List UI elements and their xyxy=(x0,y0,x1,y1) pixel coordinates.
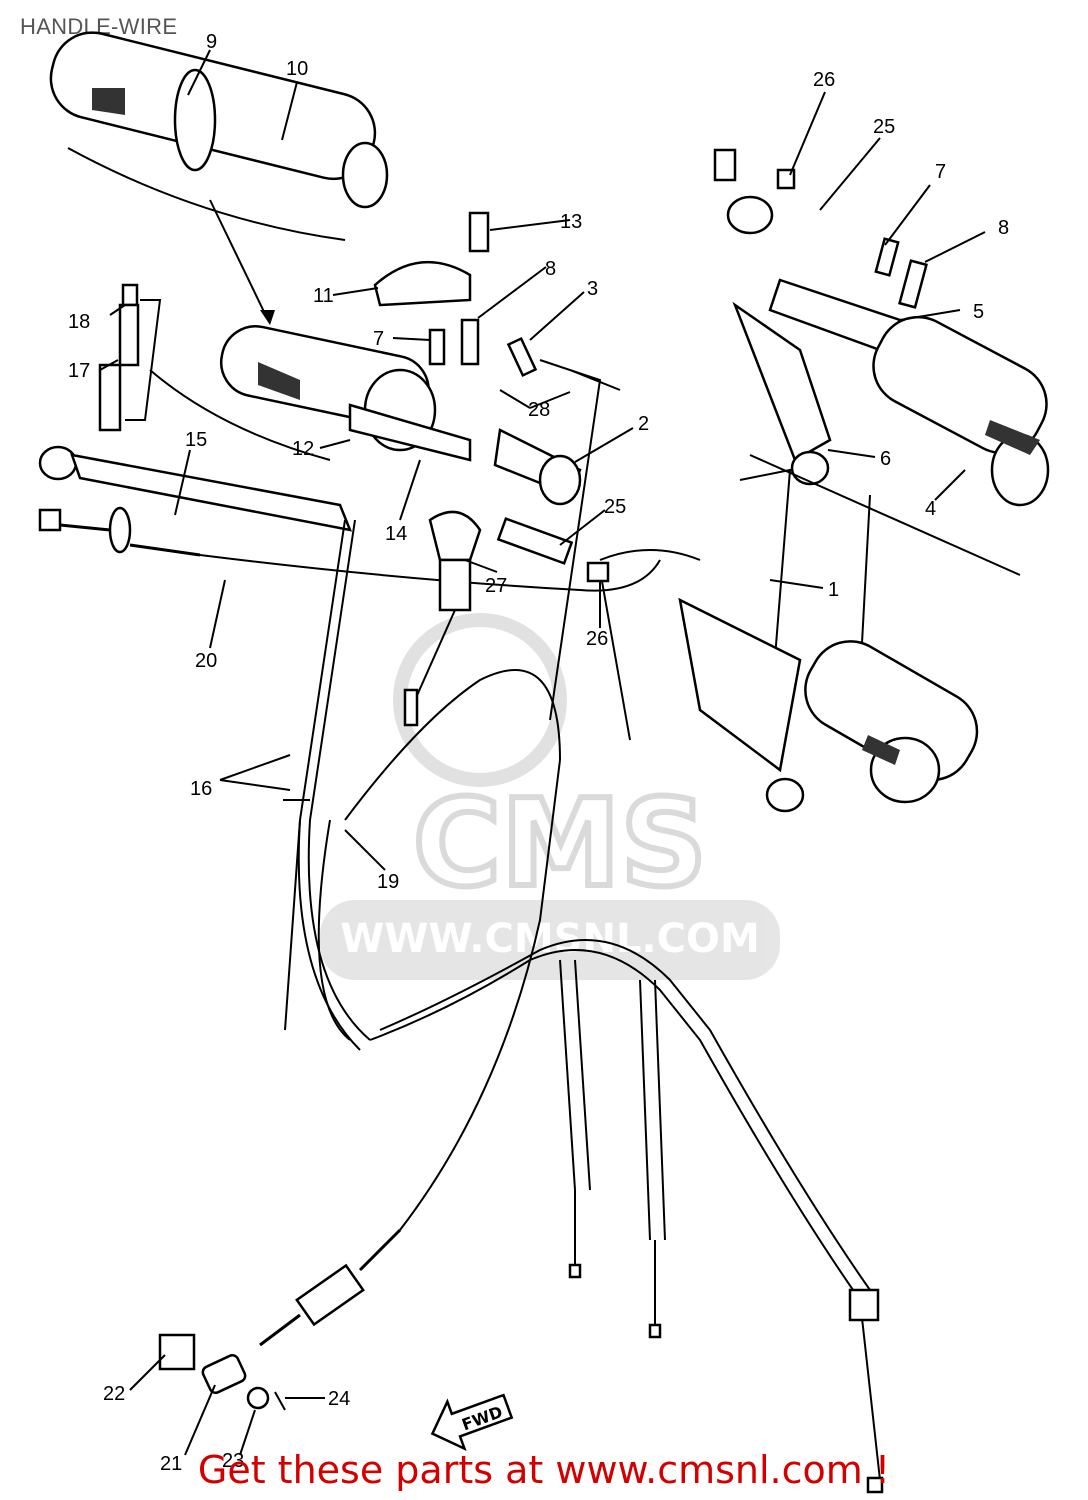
adjuster-27 xyxy=(403,510,482,727)
callout-13: 13 xyxy=(560,211,582,233)
callout-17: 17 xyxy=(68,360,90,382)
callout-9: 9 xyxy=(206,31,217,53)
callout-18: 18 xyxy=(68,311,90,333)
callout-6: 6 xyxy=(880,448,891,470)
adjuster-17-18 xyxy=(98,283,331,461)
callout-14: 14 xyxy=(385,523,407,545)
callout-4: 4 xyxy=(925,498,936,520)
callout-5: 5 xyxy=(973,301,984,323)
callout-2: 2 xyxy=(638,413,649,435)
lower-cable-end xyxy=(158,1228,402,1411)
callout-16: 16 xyxy=(190,778,212,800)
callout-27: 27 xyxy=(485,575,507,597)
right-lever-assembly xyxy=(713,148,1050,690)
callout-24: 24 xyxy=(328,1388,350,1410)
cable-20 xyxy=(38,506,661,592)
lever-15 xyxy=(38,445,353,532)
callout-23: 23 xyxy=(222,1450,244,1472)
callout-labels: 9 10 13 11 8 3 7 2 18 17 12 28 14 15 20 … xyxy=(68,31,1009,1475)
callout-25: 25 xyxy=(604,496,626,518)
callout-10: 10 xyxy=(286,58,308,80)
cms-watermark: WWW.CMSNL.COM CMS xyxy=(320,613,780,980)
watermark-url: WWW.CMSNL.COM xyxy=(340,916,760,962)
callout-28: 28 xyxy=(528,399,550,421)
callout-26b: 26 xyxy=(813,69,835,91)
fwd-direction-marker: FWD xyxy=(430,1393,514,1452)
callout-8: 8 xyxy=(545,258,556,280)
throttle-housing xyxy=(219,260,582,506)
throttle-grip-assembly xyxy=(49,31,389,325)
watermark-logo: CMS xyxy=(413,775,707,914)
callout-20: 20 xyxy=(195,650,217,672)
callout-21: 21 xyxy=(160,1453,182,1475)
callout-26: 26 xyxy=(586,628,608,650)
callout-25b: 25 xyxy=(873,116,895,138)
leader-lines xyxy=(99,49,986,1456)
footer-cta-link[interactable]: Get these parts at www.cmsnl.com ! xyxy=(197,1448,891,1492)
right-grip-lower xyxy=(599,468,979,813)
callout-7: 7 xyxy=(373,328,384,350)
bolts xyxy=(428,168,928,583)
handlebar-center xyxy=(539,359,621,721)
callout-19: 19 xyxy=(377,871,399,893)
cable-19 xyxy=(317,669,561,1041)
callout-8b: 8 xyxy=(998,217,1009,239)
callout-1: 1 xyxy=(828,579,839,601)
callout-15: 15 xyxy=(185,429,207,451)
callout-3: 3 xyxy=(587,278,598,300)
callout-11: 11 xyxy=(313,285,334,307)
callout-7b: 7 xyxy=(935,161,946,183)
main-cables xyxy=(369,759,884,1494)
callout-12: 12 xyxy=(292,438,314,460)
callout-22: 22 xyxy=(103,1383,125,1405)
